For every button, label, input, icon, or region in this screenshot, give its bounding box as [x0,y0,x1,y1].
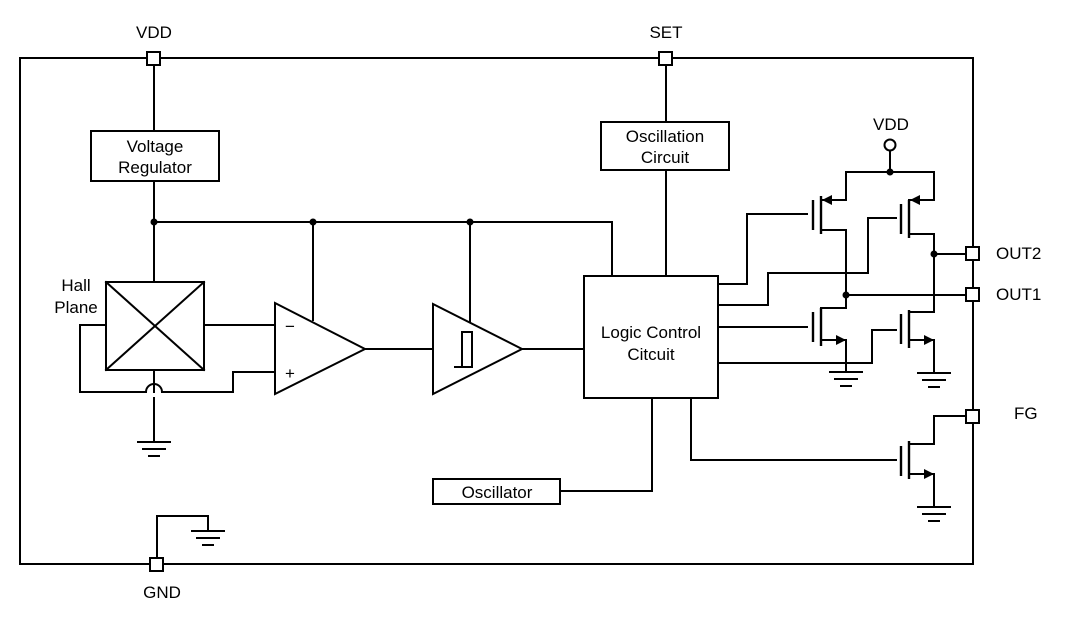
vdd-internal-label: VDD [873,115,909,134]
ground-symbol-hall [137,441,171,457]
pin-set-label: SET [649,23,682,42]
transistor-low-side-right [899,310,935,348]
transistor-high-side-right [899,195,935,238]
oscillation-circuit-label-line2: Circuit [641,148,689,167]
transistor-high-side-left [811,195,847,234]
oscillation-circuit-block: Oscillation Circuit [600,121,730,171]
logic-control-label-line2: Citcuit [627,345,675,364]
logic-control-label-line1: Logic Control [601,323,701,342]
pin-out1: OUT1 [965,285,1041,304]
hall-plane-block: Hall Plane [54,276,206,372]
ground-symbol-low-left [829,371,863,387]
logic-control-block: Logic Control Citcuit [583,275,719,399]
ground-symbol-gnd-pin [191,530,225,546]
amp-minus-sign: − [285,317,295,336]
chip-outline [19,57,974,565]
voltage-regulator-label-line2: Regulator [118,158,192,177]
pin-vdd-label: VDD [136,23,172,42]
amp-plus-sign: + [285,364,295,383]
transistor-fg [899,441,935,479]
pin-fg: FG [965,404,1038,424]
voltage-regulator-block: Voltage Regulator [90,130,220,182]
hall-plane-label-line1: Hall [61,276,90,295]
pin-out1-label: OUT1 [996,285,1041,304]
vdd-internal-terminal: VDD [873,115,909,152]
hall-plane-label-line2: Plane [54,298,97,317]
hysteresis-icon [454,331,473,368]
oscillator-label: Oscillator [462,483,533,502]
pin-fg-label: FG [1014,404,1038,423]
ground-symbol-low-right [917,372,951,388]
pin-out2-label: OUT2 [996,244,1041,263]
differential-amplifier: − + [274,301,368,396]
oscillator-block: Oscillator [432,478,561,505]
wires [79,64,967,559]
pin-gnd-label: GND [143,583,181,602]
ground-symbol-fg [917,506,951,522]
pin-gnd: GND [143,557,181,602]
schmitt-trigger-comparator [432,302,525,396]
pin-vdd: VDD [136,23,172,66]
transistor-low-side-left [811,307,847,346]
oscillation-circuit-label-line1: Oscillation [626,127,704,146]
voltage-regulator-label-line1: Voltage [127,137,184,156]
pin-out2: OUT2 [965,244,1041,263]
